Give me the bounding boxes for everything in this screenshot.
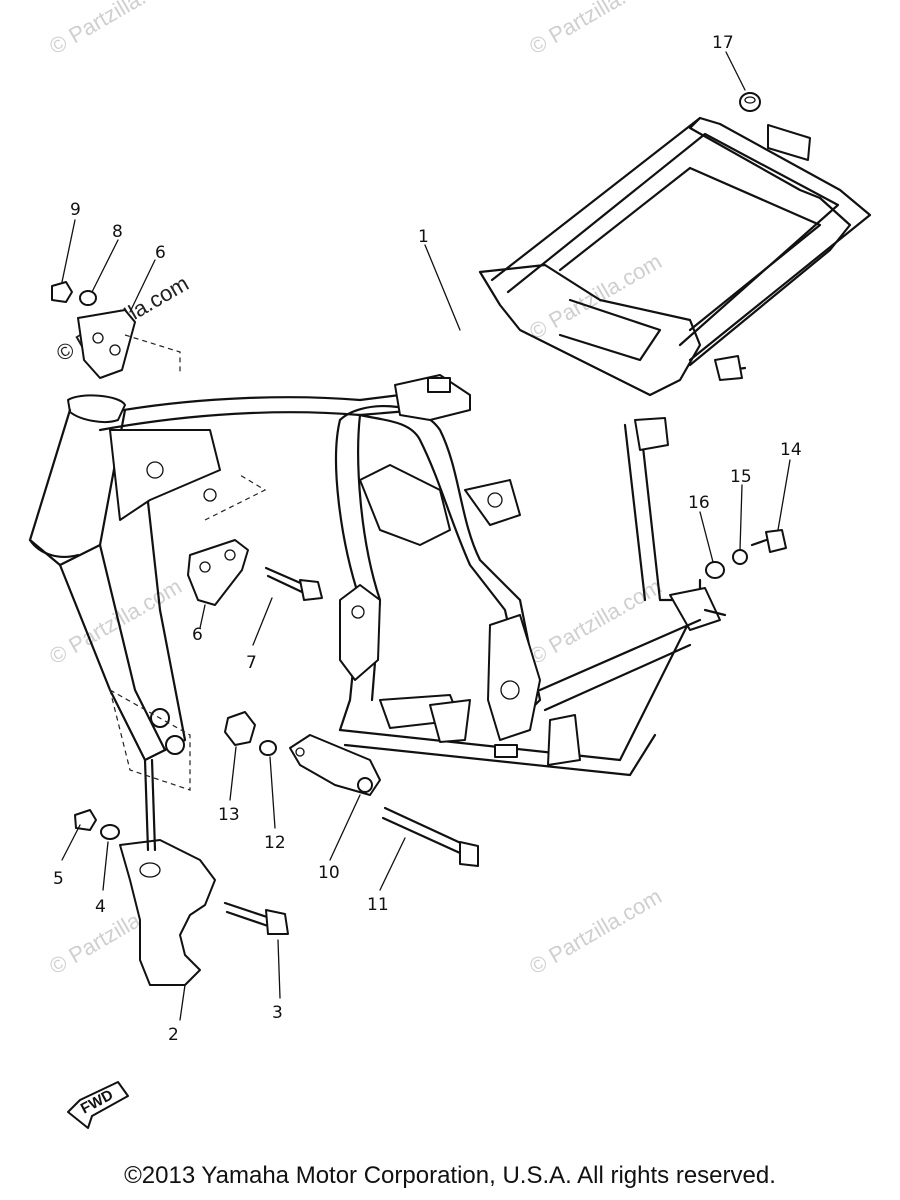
bolt-7: [264, 566, 323, 601]
front-bracket-2: [109, 688, 216, 986]
bolt-14: [750, 529, 787, 553]
bolt-3: [223, 901, 289, 935]
lower-plate-6: [187, 474, 267, 606]
callout-11: 11: [367, 895, 389, 915]
collar-13: [224, 711, 256, 746]
callout-12: 12: [264, 833, 286, 853]
upper-plate-6: [77, 309, 181, 379]
washer-15: [732, 549, 748, 565]
copyright-notice: ©2013 Yamaha Motor Corporation, U.S.A. A…: [124, 1162, 776, 1189]
main-frame: [28, 116, 872, 777]
leader-lines: [61, 51, 791, 1021]
collar-16: [705, 561, 725, 579]
washer-12: [259, 740, 277, 756]
callout-numbers: 1 2 3 4 5 6 6 7 8 9 10 11 12 13 14 15 16…: [53, 33, 802, 1045]
callout-10: 10: [318, 863, 340, 883]
watermark-8: © Partzilla.com: [525, 884, 666, 980]
callout-9: 9: [70, 200, 81, 220]
watermark-1: © Partzilla.com: [45, 0, 186, 59]
callout-16: 16: [688, 493, 710, 513]
callout-1: 1: [418, 227, 429, 247]
callout-15: 15: [730, 467, 752, 487]
callout-6-upper: 6: [155, 243, 166, 263]
bracket-10: [289, 734, 381, 796]
callout-13: 13: [218, 805, 240, 825]
callout-8: 8: [112, 222, 123, 242]
callout-5: 5: [53, 869, 64, 889]
nut-9-washer-8: [51, 281, 97, 306]
callout-6-lower: 6: [192, 625, 203, 645]
grommet-17: [739, 92, 761, 112]
callout-4: 4: [95, 897, 106, 917]
callout-2: 2: [168, 1025, 179, 1045]
callout-14: 14: [780, 440, 802, 460]
watermark-6: © Partzilla.com: [525, 574, 666, 670]
watermark-5: © Partzilla.com: [45, 574, 186, 670]
callout-17: 17: [712, 33, 734, 53]
callout-7: 7: [246, 653, 257, 673]
bolt-11: [381, 806, 479, 867]
callout-3: 3: [272, 1003, 283, 1023]
fwd-arrow-icon: FWD: [67, 1081, 129, 1129]
watermark-2: © Partzilla.com: [525, 0, 666, 59]
washer-4-nut-5: [74, 809, 120, 840]
